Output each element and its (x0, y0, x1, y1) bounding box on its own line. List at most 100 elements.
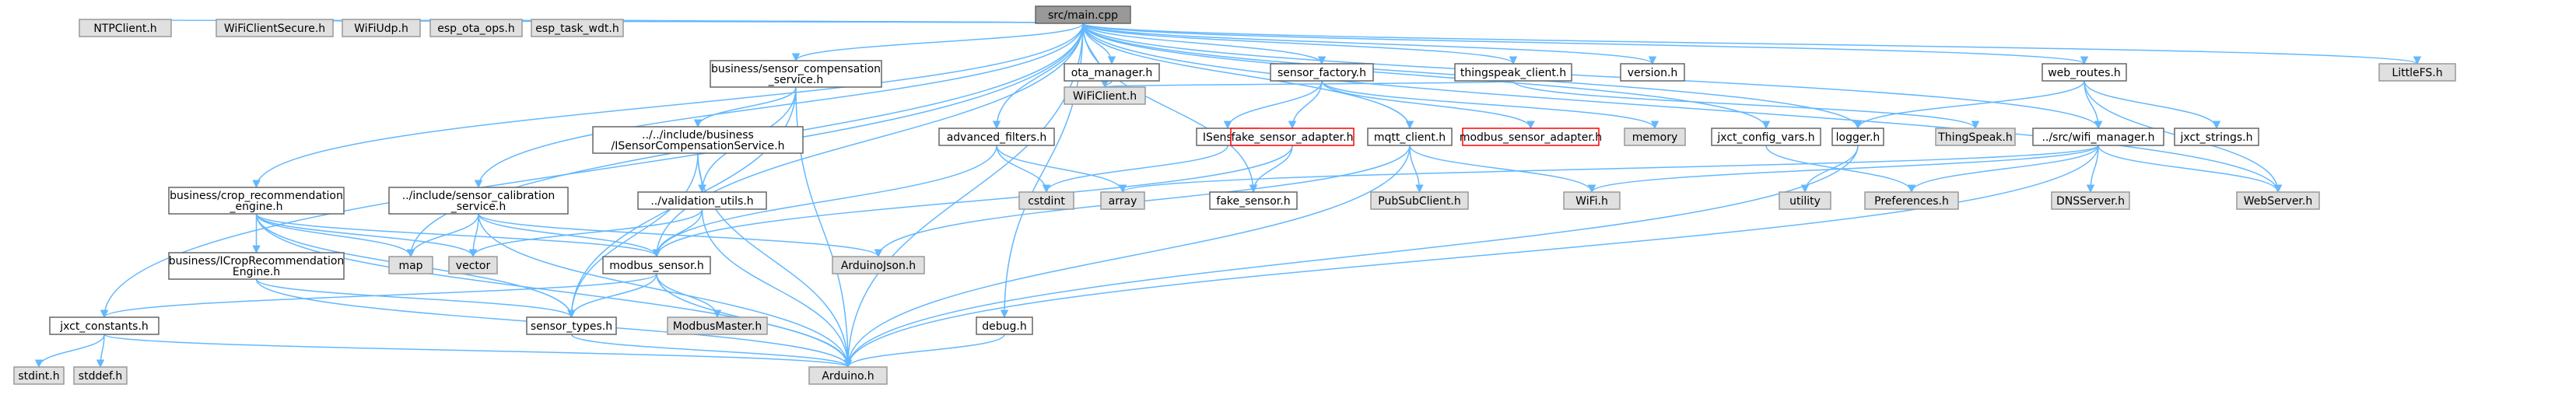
edge-main-to-sfact (1082, 23, 1327, 65)
edge-main-to-wmgr (1082, 23, 2103, 130)
node-wmgr[interactable]: ../src/wifi_manager.h (2032, 128, 2164, 146)
node-box-msa (1462, 128, 1600, 146)
node-label-memory: memory (1632, 131, 1678, 144)
node-label-iscal-line-0: ../include/sensor_calibration (402, 190, 556, 202)
node-box-wificl (1064, 86, 1146, 105)
edge-advf-to-modbus (652, 145, 997, 258)
edge-wmgr-to-webserver (2098, 145, 2283, 194)
node-box-taskwdt (531, 19, 624, 37)
edge-sfact-to-fsa (1288, 80, 1323, 130)
node-arduino: Arduino.h (808, 366, 888, 385)
edge-stypes-to-arduino (570, 334, 853, 369)
node-iscal[interactable]: ../include/sensor_calibration_service.h (388, 187, 569, 215)
node-label-iscal-line-1: _service.h (450, 201, 506, 213)
node-box-prefs (1864, 191, 1959, 210)
node-stypes[interactable]: sensor_types.h (526, 316, 617, 335)
edge-wmgr-to-array (1119, 145, 2099, 194)
edge-main-to-jconst (100, 23, 1084, 319)
node-label-tsc: thingspeak_client.h (1460, 67, 1566, 79)
node-label-fakes: fake_sensor.h (1216, 195, 1290, 208)
node-valid[interactable]: ../validation_utils.h (637, 191, 767, 210)
node-wroutes[interactable]: web_routes.h (2042, 63, 2127, 82)
node-label-webserver: WebServer.h (2244, 195, 2312, 208)
edge-main-to-webserver (1082, 23, 2283, 194)
edge-isensor-to-cstdint (1042, 145, 1228, 194)
node-tsc[interactable]: thingspeak_client.h (1454, 63, 1572, 82)
edge-bscs-to-arduino (795, 86, 853, 369)
node-otaops: esp_ota_ops.h (429, 19, 523, 37)
node-box-webserver (2236, 191, 2320, 210)
edge-main-to-bcre (252, 23, 1084, 189)
node-jconst[interactable]: jxct_constants.h (49, 316, 159, 335)
node-box-arduino (808, 366, 888, 385)
edge-wroutes-to-logger (1853, 80, 2085, 130)
node-bcre[interactable]: business/crop_recommendation_engine.h (168, 187, 345, 215)
edge-sfact-to-msa (1321, 80, 1535, 130)
node-modbus[interactable]: modbus_sensor.h (602, 256, 711, 274)
node-ver[interactable]: version.h (1620, 63, 1685, 82)
edge-bscs-to-iscs (693, 86, 797, 128)
edge-main-to-iscal (474, 23, 1084, 189)
edge-valid-to-modbus (652, 208, 703, 258)
edge-iscal-to-ajson (478, 213, 883, 258)
node-map: map (388, 256, 433, 274)
node-box-ver (1620, 63, 1685, 82)
edge-main-to-ver (1082, 23, 1656, 65)
node-label-ver: version.h (1628, 67, 1678, 79)
node-label-psc: PubSubClient.h (1378, 195, 1460, 208)
edge-wmgr-to-wifih (1587, 145, 2099, 194)
node-label-modbus: modbus_sensor.h (609, 260, 704, 272)
node-box-mqtt (1367, 128, 1453, 146)
node-jcv[interactable]: jxct_config_vars.h (1711, 128, 1821, 146)
node-mqtt[interactable]: mqtt_client.h (1367, 128, 1453, 146)
node-bscs[interactable]: business/sensor_compensation_service.h (710, 60, 882, 88)
node-label-fsa: fake_sensor_adapter.h (1232, 131, 1354, 144)
node-box-fakes (1209, 191, 1298, 210)
node-box-psc (1370, 191, 1469, 210)
node-label-vector: vector (456, 260, 491, 272)
node-label-wcs: WiFiClientSecure.h (224, 23, 325, 35)
node-jstr[interactable]: jxct_strings.h (2174, 128, 2259, 146)
node-box-debug (976, 316, 1033, 335)
node-logger[interactable]: logger.h (1831, 128, 1884, 146)
node-sfact[interactable]: sensor_factory.h (1270, 63, 1374, 82)
edge-jconst-to-stdint (34, 334, 105, 369)
node-label-mm: ModbusMaster.h (673, 320, 762, 333)
node-box-cstdint (1018, 191, 1074, 210)
node-main[interactable]: src/main.cpp (1035, 5, 1131, 24)
node-advf[interactable]: advanced_filters.h (938, 128, 1055, 146)
node-tsh: ThingSpeak.h (1935, 128, 2016, 146)
node-label-bcre-line-1: _engine.h (229, 201, 282, 213)
edges-layer (34, 18, 2421, 369)
edge-bcre-to-vector (255, 213, 478, 258)
edge-wroutes-to-jstr (2084, 80, 2221, 130)
node-box-dns (2051, 191, 2130, 210)
node-box-jconst (49, 316, 159, 335)
node-label-jstr: jxct_strings.h (2180, 131, 2253, 144)
node-box-modbus (602, 256, 711, 274)
edge-jconst-to-stddef (96, 334, 105, 369)
node-fakes[interactable]: fake_sensor.h (1209, 191, 1298, 210)
node-utility: utility (1779, 191, 1831, 210)
node-box-bcre (168, 187, 345, 215)
node-label-wudp: WiFiUdp.h (354, 23, 408, 35)
node-iscs[interactable]: ../../include/business/ISensorCompensati… (592, 126, 804, 154)
node-stddef: stddef.h (73, 366, 128, 385)
node-box-bicre (168, 252, 345, 280)
node-box-jcv (1711, 128, 1821, 146)
node-label-arduino: Arduino.h (822, 370, 874, 383)
edge-modbus-to-jconst (100, 273, 657, 319)
node-debug[interactable]: debug.h (976, 316, 1033, 335)
node-label-bscs-line-1: _service.h (768, 74, 823, 86)
edge-main-to-modbus (652, 23, 1084, 258)
node-box-ntp (79, 19, 172, 37)
node-box-lfs (2378, 63, 2456, 82)
node-otamgr[interactable]: ota_manager.h (1064, 63, 1160, 82)
node-label-otaops: esp_ota_ops.h (437, 23, 515, 35)
node-dns: DNSServer.h (2051, 191, 2130, 210)
node-label-stdint: stdint.h (18, 370, 59, 383)
edge-wmgr-to-arduino (843, 145, 2099, 369)
edge-valid-to-arduino (701, 208, 853, 369)
